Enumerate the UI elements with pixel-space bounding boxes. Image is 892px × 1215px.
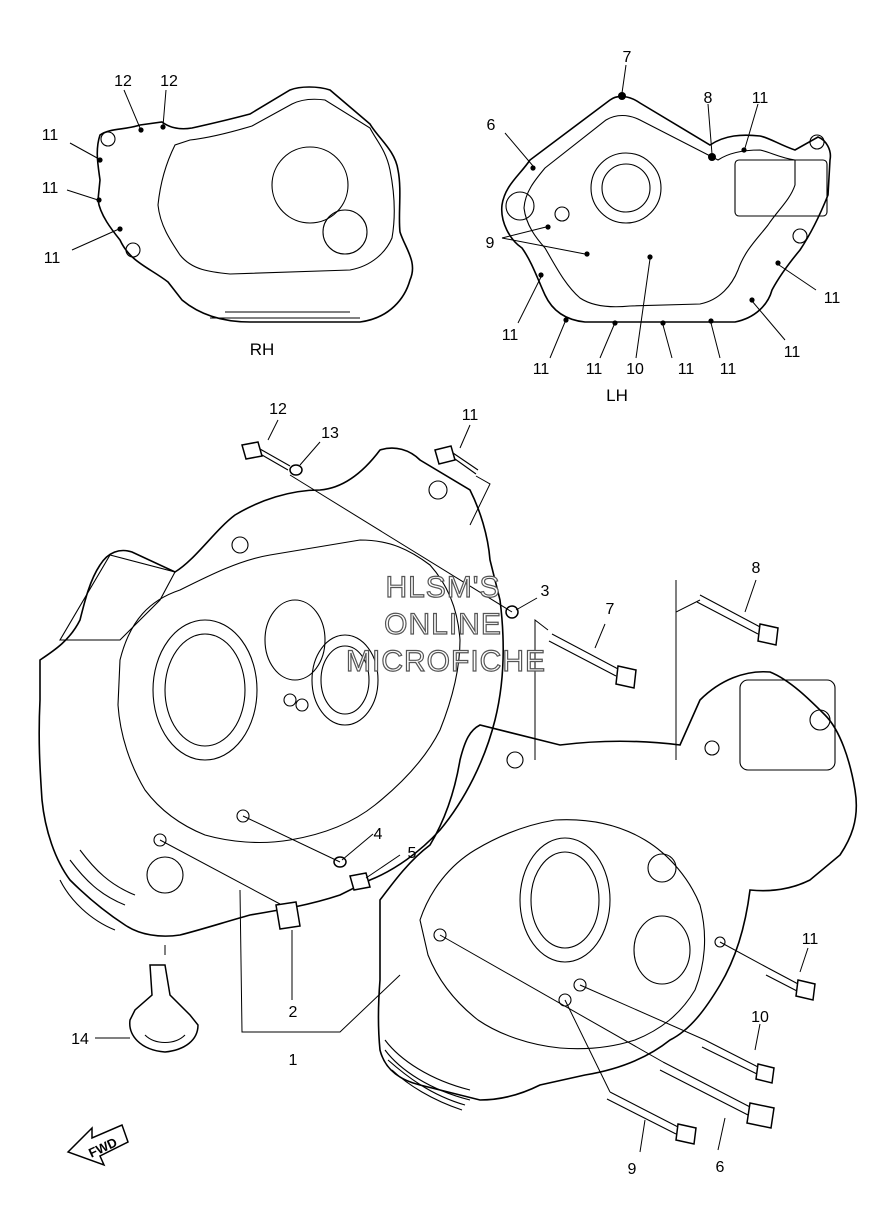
callout-m-7: 7 [606, 601, 615, 618]
callout-m-3: 3 [541, 583, 550, 600]
fwd-arrow: FWD [66, 1123, 129, 1167]
callout-lh-11c: 11 [586, 361, 603, 378]
rh-leader-lines [66, 89, 167, 251]
callout-m-2: 2 [289, 1004, 298, 1021]
rh-label: RH [250, 340, 275, 359]
callout-m-8: 8 [752, 560, 761, 577]
callout-lh-7: 7 [623, 49, 632, 66]
callout-rh-11b: 11 [42, 180, 59, 197]
callout-rh-12a: 12 [114, 73, 132, 90]
bolts-and-parts [129, 441, 816, 1145]
watermark-line-2: ONLINE [384, 608, 502, 641]
callout-rh-12b: 12 [160, 73, 178, 90]
callout-m-10: 10 [751, 1009, 769, 1026]
callout-lh-11f: 11 [784, 344, 801, 361]
callout-lh-6: 6 [487, 117, 496, 134]
lh-crankcase-outline [500, 92, 832, 326]
lh-crankcase-half [377, 670, 858, 1111]
callout-rh-11a: 11 [42, 127, 59, 144]
rh-crankcase-half [38, 447, 505, 937]
callout-m-11right: 11 [802, 931, 819, 948]
callout-m-14: 14 [71, 1031, 89, 1048]
callout-lh-10: 10 [626, 361, 644, 378]
callout-m-4: 4 [374, 826, 383, 843]
callout-m-11top: 11 [462, 407, 479, 424]
callout-lh-9: 9 [486, 235, 495, 252]
watermark-line-1: HLSM'S [385, 571, 500, 604]
callout-lh-8: 8 [704, 90, 713, 107]
callout-lh-11top: 11 [752, 90, 769, 107]
callout-lh-11a: 11 [502, 327, 519, 344]
callout-lh-11e: 11 [720, 361, 737, 378]
callout-lh-11d: 11 [678, 361, 695, 378]
watermark: HLSM'S ONLINE MICROFICHE [345, 570, 546, 678]
callout-lh-11b: 11 [533, 361, 550, 378]
callout-rh-11c: 11 [44, 250, 61, 267]
lh-label: LH [606, 386, 628, 405]
callout-m-12: 12 [269, 401, 287, 418]
callout-m-5: 5 [408, 845, 417, 862]
rh-crankcase-outline [96, 86, 414, 323]
callout-m-6: 6 [716, 1159, 725, 1176]
callout-lh-11g: 11 [824, 290, 841, 307]
callout-m-1: 1 [289, 1052, 298, 1069]
callout-m-9: 9 [628, 1161, 637, 1178]
callout-m-13: 13 [321, 425, 339, 442]
watermark-line-3: MICROFICHE [346, 645, 546, 678]
lh-leader-lines [501, 64, 817, 359]
main-leader-lines [95, 419, 809, 1153]
